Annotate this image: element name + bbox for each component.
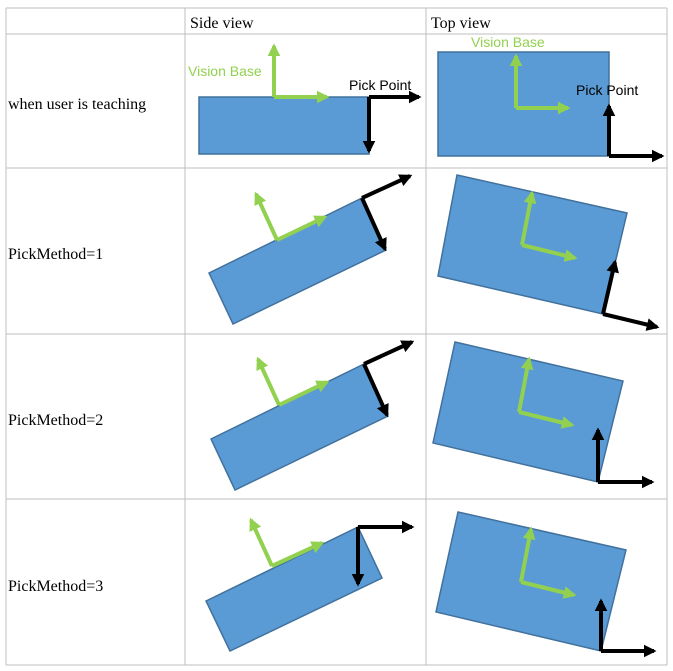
part-box	[437, 51, 610, 157]
top-view-header: Top view	[431, 15, 491, 32]
row-label-pickmethod-2: PickMethod=2	[8, 412, 103, 429]
part-box	[210, 362, 389, 492]
pick-point-axes	[362, 90, 422, 154]
table-grid	[5, 7, 668, 666]
pickmethod-3-top-diagram	[435, 511, 657, 658]
row-label-pickmethod-3: PickMethod=3	[8, 578, 103, 595]
pick-point-label: Pick Point	[576, 82, 638, 98]
pick-point-axes	[351, 520, 415, 587]
vision-base-axes	[520, 190, 578, 262]
row-label-teaching: when user is teaching	[8, 96, 146, 113]
pick-point-axes	[594, 598, 657, 658]
pick-point-axes	[601, 259, 660, 331]
row-label-pickmethod-1: PickMethod=1	[8, 246, 103, 263]
pick-point-label: Pick Point	[349, 77, 411, 93]
vision-base-axes	[249, 517, 325, 568]
vision-base-axes	[519, 526, 577, 599]
pick-point-axes	[602, 103, 665, 163]
part-box	[198, 96, 370, 155]
teaching-top-diagram: Vision Base Pick Point	[437, 34, 665, 163]
vision-base-axes	[509, 53, 571, 115]
pickmethod-1-side-diagram	[208, 174, 413, 326]
vision-base-axes	[267, 43, 330, 104]
side-view-header: Side view	[190, 15, 254, 32]
part-box	[205, 525, 383, 653]
pickmethod-2-top-diagram	[432, 341, 655, 489]
pick-point-axes	[591, 427, 655, 489]
teaching-side-diagram: Vision Base Pick Point	[188, 43, 422, 155]
vision-base-axes	[517, 356, 575, 429]
pick-point-axes	[360, 174, 413, 252]
vision-base-label: Vision Base	[188, 63, 262, 79]
part-box	[208, 196, 387, 326]
pick-point-axes	[362, 340, 415, 418]
pickmethod-1-top-diagram	[437, 174, 660, 331]
vision-base-axes	[256, 356, 330, 407]
vision-base-label: Vision Base	[471, 34, 545, 50]
pickmethod-2-side-diagram	[210, 340, 415, 492]
vision-base-axes	[254, 191, 328, 242]
pickmethod-3-side-diagram	[205, 517, 415, 653]
